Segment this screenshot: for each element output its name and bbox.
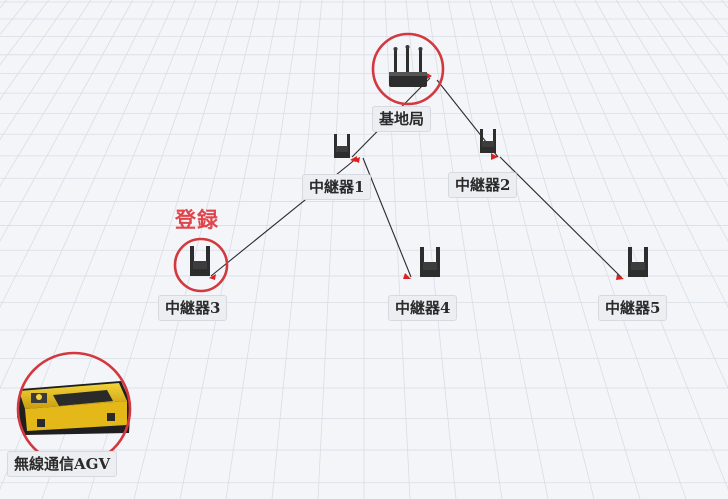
arrow-marker bbox=[403, 273, 411, 279]
grid-line bbox=[489, 0, 641, 499]
registration-annotation: 登録 bbox=[175, 208, 219, 232]
repeater-icon[interactable] bbox=[420, 247, 440, 277]
grid-line bbox=[679, 0, 728, 66]
grid-line bbox=[594, 0, 728, 242]
base-station-label: 基地局 bbox=[372, 106, 432, 132]
arrow-marker bbox=[616, 274, 624, 280]
grid-line bbox=[271, 0, 323, 499]
grid-line bbox=[657, 0, 728, 101]
agv-icon[interactable] bbox=[17, 381, 131, 435]
grid-line bbox=[317, 0, 344, 499]
relay5-label: 中継器5 bbox=[598, 295, 668, 321]
grid-line bbox=[179, 0, 281, 499]
grid-line bbox=[636, 0, 728, 141]
grid-line bbox=[0, 0, 7, 9]
relay2-label: 中継器2 bbox=[448, 172, 518, 198]
agv-label: 無線通信AGV bbox=[7, 451, 118, 477]
grid-line bbox=[468, 0, 595, 499]
grid-line bbox=[0, 0, 113, 187]
grid-line bbox=[0, 0, 134, 242]
grid-line bbox=[510, 0, 687, 499]
arrow-marker bbox=[491, 153, 498, 160]
grid-line bbox=[0, 0, 71, 101]
grid-line bbox=[531, 0, 728, 491]
relay4-label: 中継器4 bbox=[388, 295, 458, 321]
grid-line bbox=[133, 0, 260, 499]
grid-line bbox=[225, 0, 302, 499]
relay1-label: 中継器1 bbox=[302, 174, 372, 200]
highlight-circle-base bbox=[371, 32, 445, 106]
repeater-icon[interactable] bbox=[628, 247, 648, 277]
grid-line bbox=[0, 0, 155, 309]
grid-line bbox=[615, 0, 728, 187]
router-icon[interactable] bbox=[389, 45, 427, 87]
repeater-icon[interactable] bbox=[334, 134, 350, 158]
repeater-icon[interactable] bbox=[480, 129, 496, 153]
repeater-icon[interactable] bbox=[190, 246, 210, 276]
grid-line bbox=[721, 0, 728, 9]
link-relay2-relay5 bbox=[499, 156, 623, 279]
grid-line bbox=[447, 0, 549, 499]
grid-line bbox=[552, 0, 728, 389]
arrow-marker bbox=[353, 157, 360, 163]
highlight-circle-relay3 bbox=[173, 237, 229, 293]
arrow-marker bbox=[209, 274, 216, 280]
relay3-label: 中継器3 bbox=[158, 295, 228, 321]
grid-line bbox=[0, 0, 92, 141]
grid-line bbox=[573, 0, 728, 309]
grid-line bbox=[700, 0, 728, 36]
grid-line bbox=[0, 0, 176, 389]
